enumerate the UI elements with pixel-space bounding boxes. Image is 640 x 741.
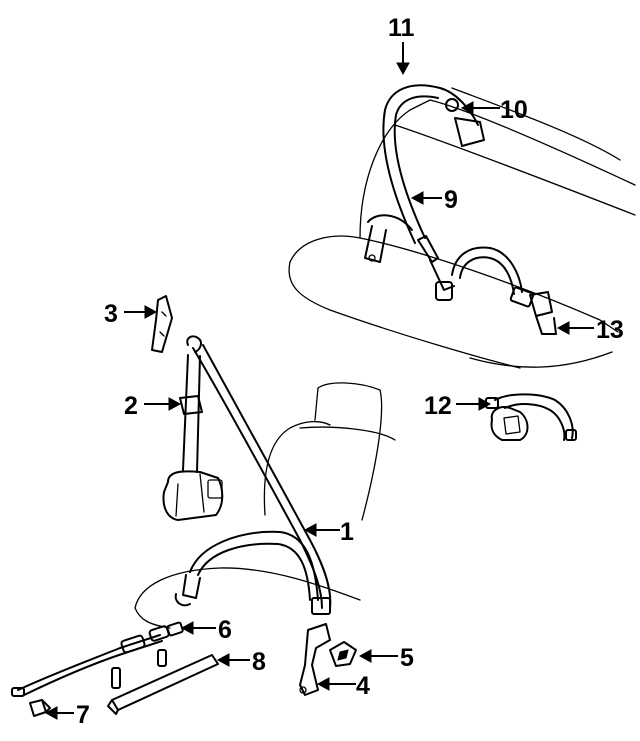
callout-7: 7 bbox=[76, 701, 90, 729]
front-seat bbox=[134, 382, 396, 629]
front-shoulder-belt bbox=[151, 295, 357, 696]
callout-13: 13 bbox=[596, 316, 624, 344]
callout-1: 1 bbox=[340, 518, 354, 546]
callout-9: 9 bbox=[444, 186, 458, 214]
callout-labels: 1 2 3 4 5 6 7 8 9 10 11 12 13 bbox=[76, 14, 624, 729]
rear-shoulder-belt bbox=[364, 84, 557, 335]
callout-12: 12 bbox=[424, 392, 452, 420]
leader-lines bbox=[44, 42, 594, 720]
rear-seat bbox=[288, 87, 636, 369]
callout-10: 10 bbox=[500, 96, 528, 124]
callout-11: 11 bbox=[388, 14, 415, 42]
callout-3: 3 bbox=[104, 300, 118, 328]
callout-6: 6 bbox=[218, 616, 232, 644]
callout-4: 4 bbox=[356, 672, 370, 700]
separate-belt-part bbox=[485, 393, 577, 441]
cable-assembly bbox=[11, 621, 184, 717]
callout-2: 2 bbox=[124, 392, 138, 420]
anchor-bar bbox=[107, 649, 219, 715]
callout-8: 8 bbox=[252, 648, 266, 676]
callout-5: 5 bbox=[400, 644, 414, 672]
